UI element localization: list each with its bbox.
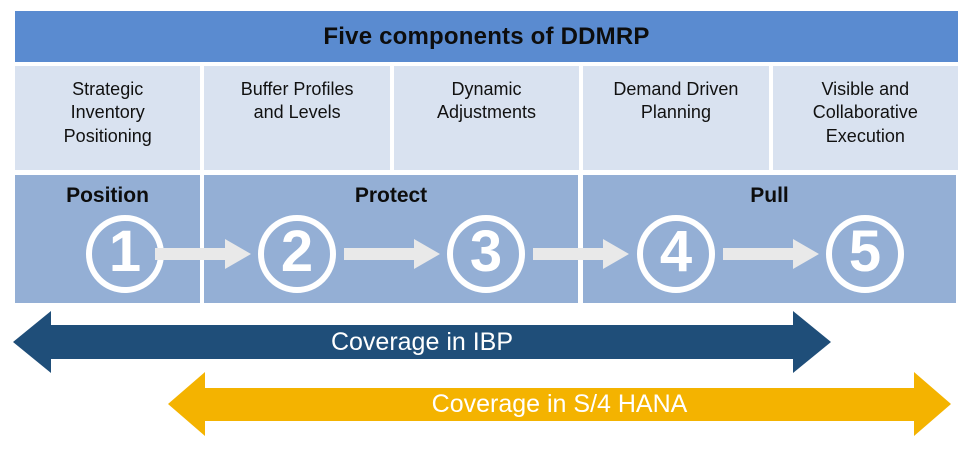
- coverage-s4hana-bar: Coverage in S/4 HANA: [205, 387, 914, 421]
- component-label: Visible and Collaborative Execution: [812, 79, 918, 146]
- step-circle-5: 5: [826, 215, 904, 293]
- step-number: 5: [848, 219, 882, 284]
- arrow-head-right-icon: [793, 311, 831, 373]
- coverage-ibp-label: Coverage in IBP: [330, 327, 514, 356]
- component-label: Strategic Inventory Positioning: [63, 79, 152, 146]
- arrow-head-icon: [603, 239, 629, 269]
- arrow-head-right-icon: [914, 372, 951, 436]
- step-number: 4: [659, 219, 693, 284]
- component-box-visible-collaborative-execution: Visible and Collaborative Execution: [772, 66, 959, 170]
- phase-label-pull: Pull: [750, 184, 789, 207]
- component-box-buffer-profiles-and-levels: Buffer Profiles and Levels: [204, 66, 390, 170]
- component-label: Dynamic Adjustments: [436, 79, 537, 123]
- component-box-dynamic-adjustments: Dynamic Adjustments: [393, 66, 580, 170]
- coverage-ibp-bar: Coverage in IBP: [51, 325, 793, 359]
- arrow-head-icon: [225, 239, 251, 269]
- step-arrow-3-to-4: [533, 239, 629, 269]
- component-label: Demand Driven Planning: [613, 79, 739, 123]
- step-number: 3: [469, 219, 503, 284]
- phase-label-protect: Protect: [354, 184, 428, 207]
- step-arrow-1-to-2: [155, 239, 251, 269]
- step-arrow-4-to-5: [723, 239, 819, 269]
- step-number: 2: [280, 219, 314, 284]
- component-box-demand-driven-planning: Demand Driven Planning: [583, 66, 769, 170]
- arrow-shaft: [344, 248, 414, 260]
- arrow-head-left-icon: [13, 311, 51, 373]
- arrow-shaft: [155, 248, 225, 260]
- component-box-strategic-inventory-positioning: Strategic Inventory Positioning: [15, 66, 201, 170]
- arrow-head-icon: [793, 239, 819, 269]
- step-circle-2: 2: [258, 215, 336, 293]
- step-circle-3: 3: [447, 215, 525, 293]
- coverage-s4hana-label: Coverage in S/4 HANA: [431, 389, 688, 418]
- step-circle-1: 1: [86, 215, 164, 293]
- component-label: Buffer Profiles and Levels: [240, 79, 354, 123]
- arrow-head-icon: [414, 239, 440, 269]
- step-number: 1: [108, 219, 142, 284]
- coverage-arrow-s4hana: Coverage in S/4 HANA: [168, 372, 951, 436]
- step-circle-4: 4: [637, 215, 715, 293]
- phase-label-position: Position: [66, 184, 149, 207]
- step-arrow-2-to-3: [344, 239, 440, 269]
- arrow-shaft: [723, 248, 793, 260]
- components-row: Strategic Inventory Positioning Buffer P…: [15, 66, 959, 170]
- arrow-shaft: [533, 248, 603, 260]
- arrow-head-left-icon: [168, 372, 205, 436]
- diagram-title: Five components of DDMRP: [323, 22, 650, 50]
- diagram-title-bar: Five components of DDMRP: [15, 11, 958, 62]
- phases-band: Position Protect Pull 1 2 3 4: [15, 175, 958, 303]
- coverage-arrow-ibp: Coverage in IBP: [13, 311, 831, 373]
